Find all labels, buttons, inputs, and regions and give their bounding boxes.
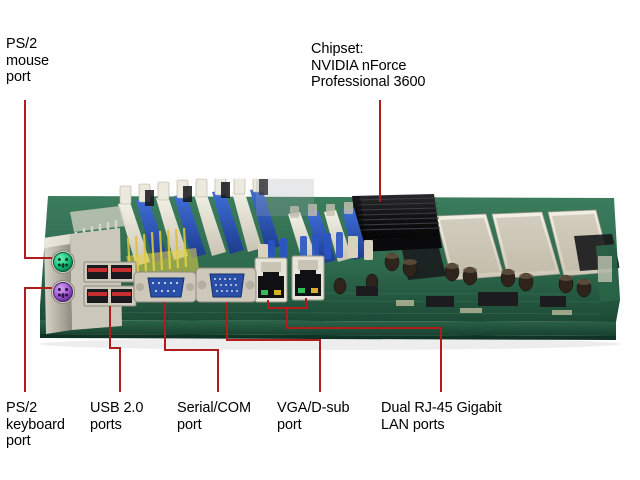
leader-serial — [164, 302, 219, 392]
label-usb-2-ports: USB 2.0 ports — [90, 400, 144, 433]
label-chipset: Chipset: NVIDIA nForce Professional 3600 — [311, 41, 426, 90]
label-serial-com-port: Serial/COM port — [177, 400, 251, 433]
leader-rj45-merge — [267, 298, 307, 309]
label-ps2-keyboard-port: PS/2 keyboard port — [6, 400, 65, 449]
leader-ps2-keyboard — [24, 287, 52, 392]
label-ps2-mouse-port: PS/2 mouse port — [6, 36, 50, 85]
leader-usb — [109, 306, 121, 392]
leader-rj45 — [286, 308, 442, 392]
leader-ps2-mouse — [24, 100, 52, 259]
label-dual-rj45-lan-ports: Dual RJ-45 Gigabit LAN ports — [381, 400, 502, 433]
leader-vga — [226, 302, 321, 392]
label-vga-dsub-port: VGA/D-sub port — [277, 400, 350, 433]
